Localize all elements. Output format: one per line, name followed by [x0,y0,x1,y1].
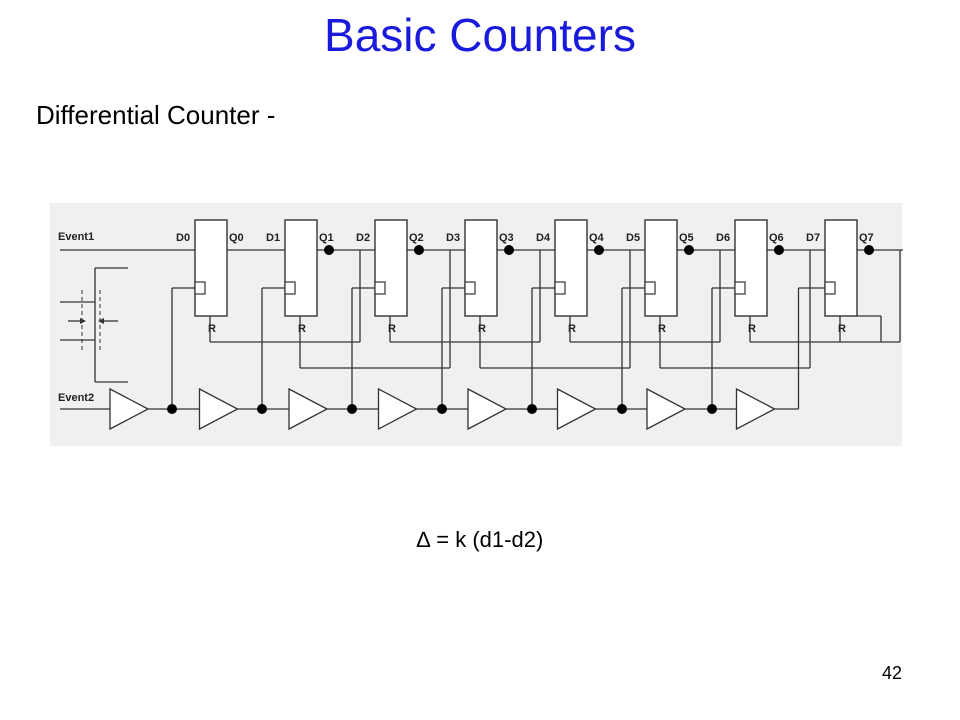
reset-label: R [298,323,306,335]
flipflop-box [644,219,678,317]
junction-dot [617,404,627,414]
clock-input-notch [734,281,746,295]
clock-input-notch [284,281,296,295]
flipflop-box [824,219,858,317]
junction-dot [257,404,267,414]
slide-subtitle: Differential Counter - [36,100,276,130]
buffer-triangle [288,387,329,431]
junction-dot [707,404,717,414]
q-output-label: Q1 [319,232,334,244]
clock-input-notch [194,281,206,295]
reset-label: R [568,323,576,335]
clock-input-notch [464,281,476,295]
event2-label: Event2 [58,392,94,404]
buffer-triangle [646,387,687,431]
flipflop-box [734,219,768,317]
buffer-triangle [198,387,239,431]
reset-label: R [478,323,486,335]
flipflop-box [554,219,588,317]
d-input-label: D1 [266,232,280,244]
slide-title: Basic Counters [324,9,636,61]
formula: ∆ = k (d1-d2) [416,527,544,552]
flipflop-box [194,219,228,317]
delay-arrow-head [80,318,86,324]
junction-dot [414,245,424,255]
junction-dot [864,245,874,255]
buffers-layer [109,387,776,431]
d-input-label: D0 [176,232,190,244]
reset-label: R [658,323,666,335]
q-output-label: Q2 [409,232,424,244]
clock-input-notch [374,281,386,295]
page-number: 42 [881,663,902,683]
event1-label: Event1 [58,231,94,243]
q-output-label: Q4 [589,232,605,244]
junction-dot [437,404,447,414]
buffer-triangle [735,387,776,431]
junction-dot [324,245,334,255]
reset-label: R [208,323,216,335]
delay-arrow-head [98,318,104,324]
q-output-label: Q5 [679,232,694,244]
buffer-triangle [109,387,150,431]
buffer-triangle [467,387,508,431]
flipflop-box [464,219,498,317]
d-input-label: D7 [806,232,820,244]
clock-input-notch [554,281,566,295]
reset-label: R [838,323,846,335]
d-input-label: D5 [626,232,640,244]
junction-dot [594,245,604,255]
d-input-label: D6 [716,232,730,244]
junction-dot [504,245,514,255]
junction-dot [684,245,694,255]
d-input-label: D3 [446,232,460,244]
d-input-label: D2 [356,232,370,244]
flipflop-box [374,219,408,317]
junction-dot [167,404,177,414]
junction-dots-layer [167,245,874,414]
flipflop-box [284,219,318,317]
flipflops-layer: D0 Q0R D1 Q1R D2 Q2R D3 Q3R D4 Q4R D5 Q5R D6 Q6R D7 Q7R [176,219,874,335]
clock-input-notch [824,281,836,295]
junction-dot [347,404,357,414]
reset-label: R [388,323,396,335]
buffer-triangle [377,387,418,431]
buffer-triangle [556,387,597,431]
q-output-label: Q6 [769,232,784,244]
clock-input-notch [644,281,656,295]
d-input-label: D4 [536,232,551,244]
reset-label: R [748,323,756,335]
junction-dot [527,404,537,414]
q-output-label: Q7 [859,232,874,244]
junction-dot [774,245,784,255]
q-output-label: Q0 [229,232,244,244]
q-output-label: Q3 [499,232,514,244]
